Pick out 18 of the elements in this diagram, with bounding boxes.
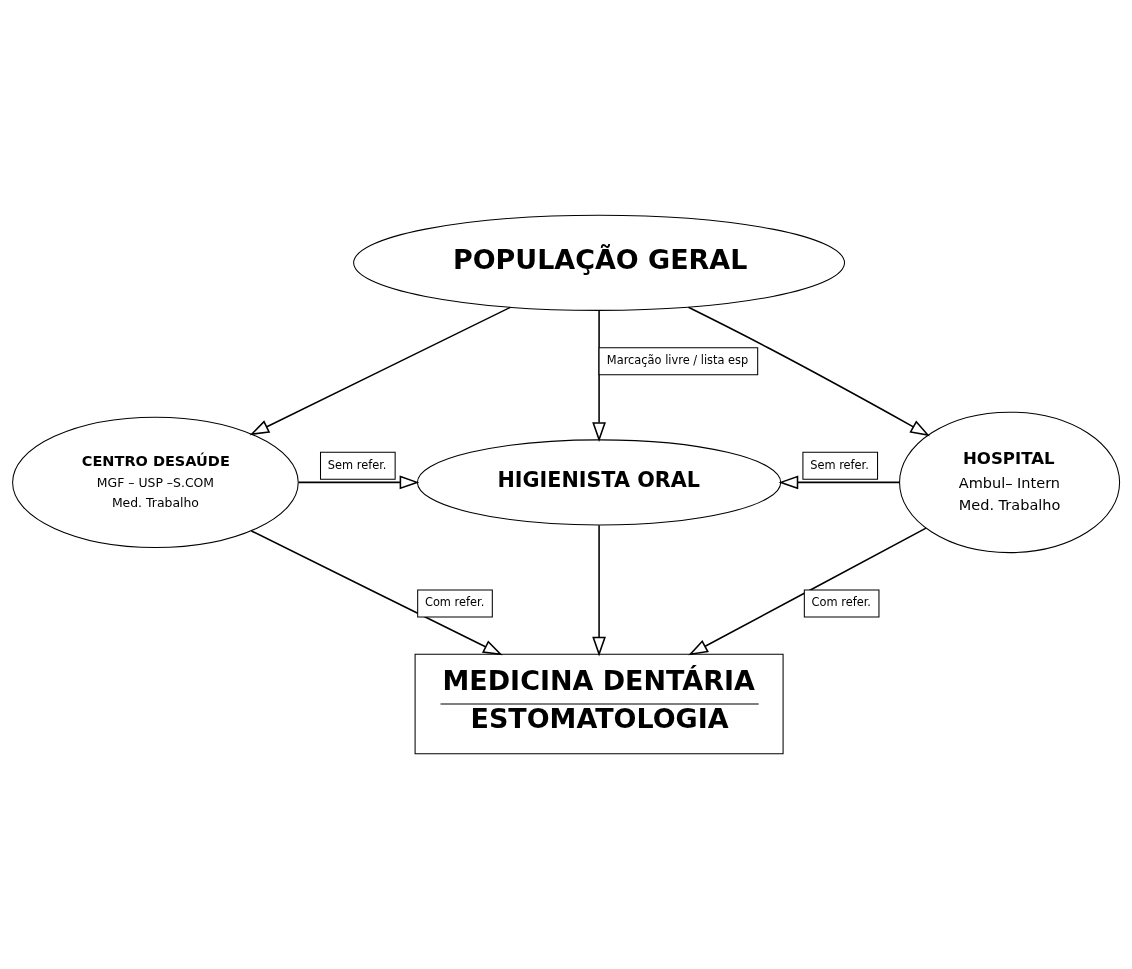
node-ellipse: POPULAÇÃO GERAL [353,214,846,311]
arrow [778,475,901,490]
arrow [592,524,606,657]
arrow [250,530,503,656]
node-ellipse: CENTRO DESAÚDE MGF – USP –S.COM Med. Trabalho [12,416,299,549]
arrow [687,306,930,437]
edge-label: Sem refer. [810,457,869,472]
arrow [688,527,927,656]
edge-label: Com refer. [811,595,871,610]
edge-label: Sem refer. [327,457,387,472]
arrow [297,475,420,490]
node-ellipse: HOSPITAL Ambul– Intern Med. Trabalho [899,411,1121,554]
edge-label: Com refer. [424,595,485,610]
node-ellipse: HIGIENISTA ORAL [416,439,782,526]
arrow [249,306,512,436]
node-box: MEDICINA DENTÁRIA ESTOMATOLOGIA [414,653,784,755]
arrow [592,309,606,442]
edge-label: Marcação livre / lista esp [606,353,749,368]
